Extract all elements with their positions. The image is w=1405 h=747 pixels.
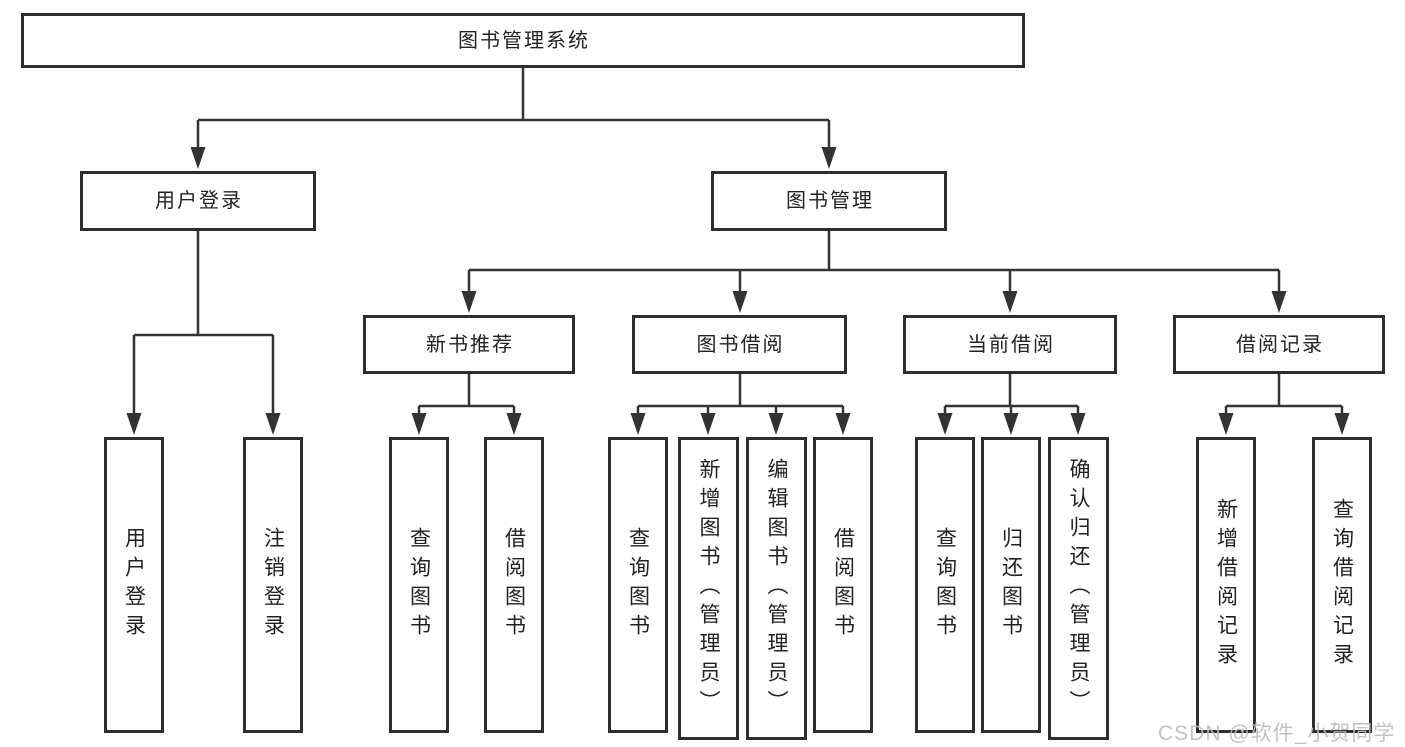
leaf-edit-books-admin: 编辑图书（管理员） [746, 437, 807, 740]
leaf-label: 用户登录 [122, 527, 146, 643]
node-root-system: 图书管理系统 [21, 13, 1025, 68]
node-label: 用户登录 [155, 190, 243, 212]
node-current-borrow: 当前借阅 [903, 315, 1117, 374]
leaf-borrow-books: 借阅图书 [813, 437, 873, 733]
leaf-label: 借阅图书 [502, 527, 526, 643]
leaf-query-borrow-record: 查询借阅记录 [1312, 437, 1372, 733]
leaf-query-books-current: 查询图书 [915, 437, 975, 733]
leaf-add-borrow-record: 新增借阅记录 [1196, 437, 1256, 733]
node-label: 图书管理 [786, 190, 874, 212]
node-label: 图书管理系统 [458, 29, 590, 52]
leaf-return-books: 归还图书 [981, 437, 1041, 733]
leaf-label: 借阅图书 [831, 527, 855, 643]
leaf-borrow-books-recommend: 借阅图书 [484, 437, 544, 733]
leaf-logout: 注销登录 [243, 437, 303, 733]
leaf-label: 查询图书 [626, 527, 650, 643]
node-new-book-recommend: 新书推荐 [363, 315, 575, 374]
leaf-confirm-return-admin: 确认归还（管理员） [1048, 437, 1109, 740]
leaf-label: 新增图书（管理员） [697, 458, 720, 719]
leaf-label: 查询借阅记录 [1330, 498, 1354, 672]
leaf-label: 确认归还（管理员） [1067, 458, 1090, 719]
leaf-label: 注销登录 [261, 527, 285, 643]
node-label: 新书推荐 [426, 333, 514, 356]
node-label: 借阅记录 [1236, 333, 1324, 356]
leaf-query-books-borrow: 查询图书 [608, 437, 668, 733]
leaf-label: 查询图书 [933, 527, 957, 643]
node-user-login: 用户登录 [80, 171, 316, 231]
leaf-add-books-admin: 新增图书（管理员） [678, 437, 739, 740]
node-label: 图书借阅 [696, 333, 785, 356]
leaf-label: 归还图书 [999, 527, 1023, 643]
node-label: 当前借阅 [967, 333, 1055, 356]
leaf-user-login: 用户登录 [104, 437, 164, 733]
csdn-watermark: CSDN @软件_小贺同学 [1158, 722, 1396, 745]
node-borrow-records: 借阅记录 [1173, 315, 1385, 374]
leaf-label: 新增借阅记录 [1214, 498, 1238, 672]
node-book-management: 图书管理 [711, 171, 947, 231]
node-book-borrow: 图书借阅 [632, 315, 847, 374]
leaf-label: 编辑图书（管理员） [765, 458, 788, 719]
leaf-query-books-recommend: 查询图书 [389, 437, 449, 733]
leaf-label: 查询图书 [407, 527, 431, 643]
